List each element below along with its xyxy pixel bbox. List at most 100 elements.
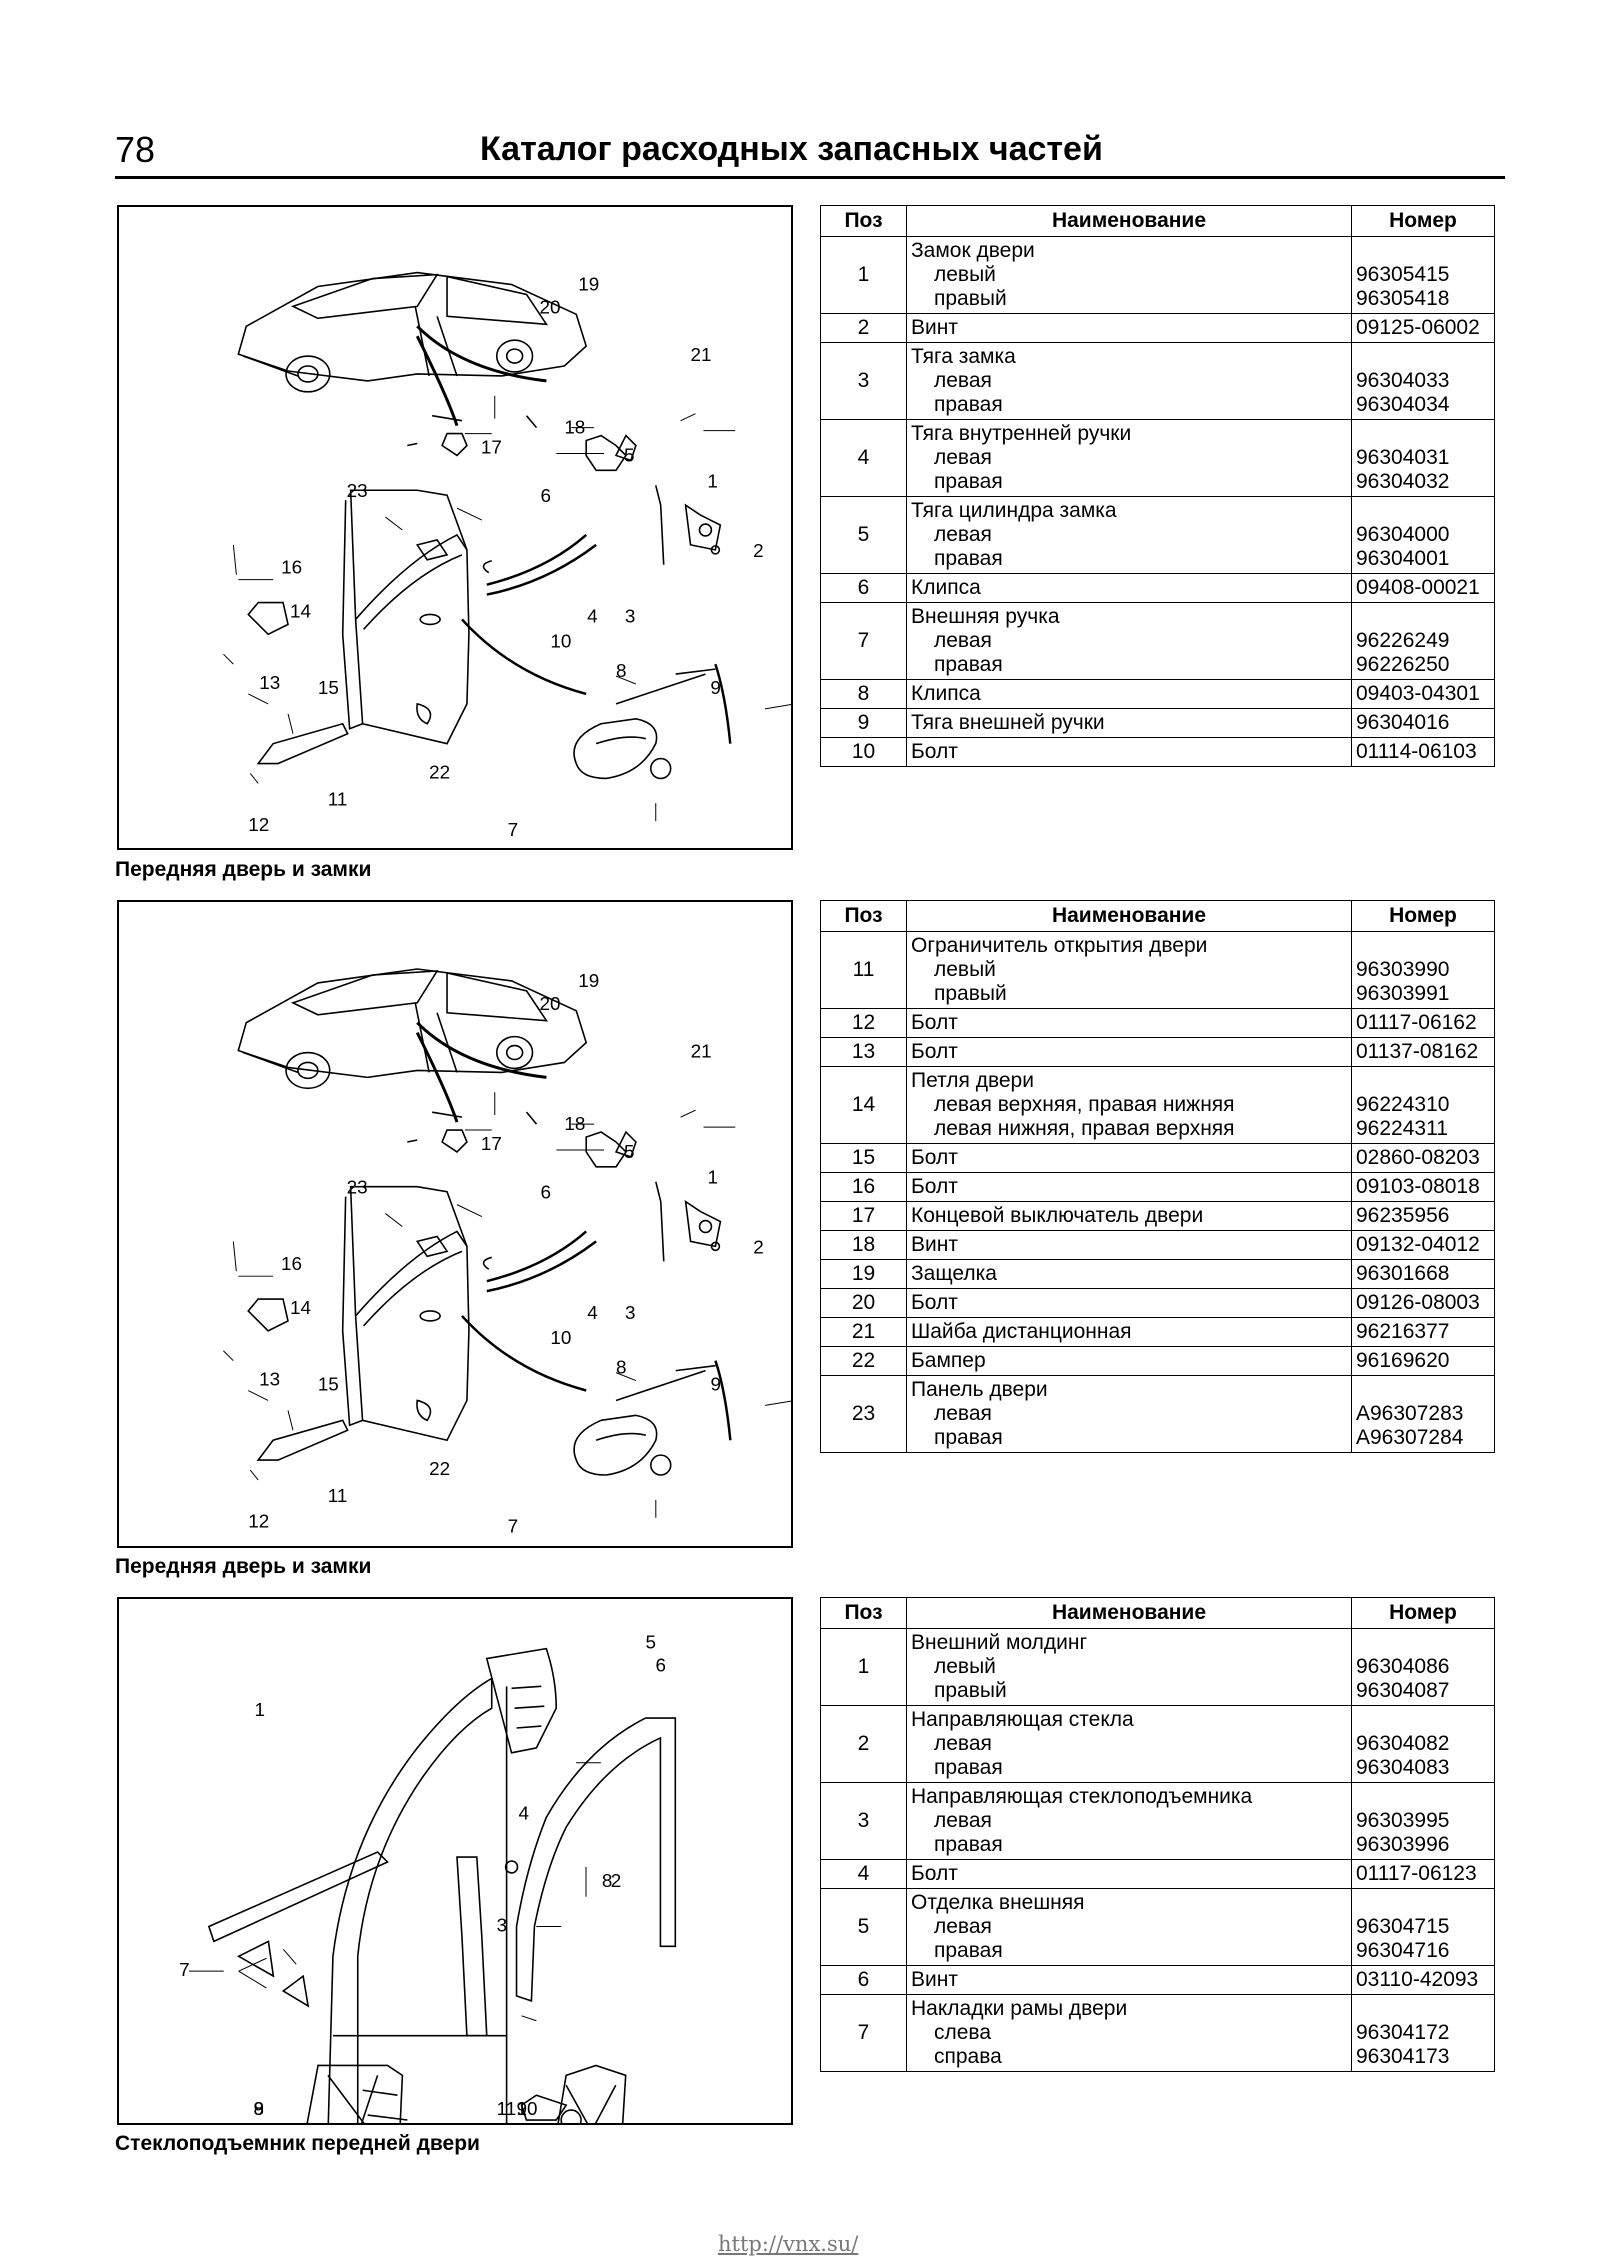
callout-label: 6 (655, 1654, 665, 1675)
part-number: 96304033 (1356, 369, 1450, 392)
pos-cell: 2 (820, 313, 907, 343)
variant-name: правая (934, 393, 1003, 416)
part-name: Бампер (911, 1349, 986, 1372)
part-name: Концевой выключатель двери (911, 1204, 1204, 1227)
callout-label: 5 (624, 445, 635, 466)
callout-label: 22 (429, 1459, 450, 1480)
variant-name: левый (934, 958, 996, 981)
footer-url: http://vnx.su/ (718, 2232, 859, 2256)
variant-name: правая (934, 547, 1003, 570)
pos-cell: 2 (820, 1705, 907, 1783)
callout-label: 7 (508, 820, 519, 841)
part-number: 96303995 (1356, 1809, 1450, 1832)
pos-cell: 21 (820, 1317, 907, 1347)
variant-name: справа (934, 2045, 1002, 2068)
callout-label: 14 (290, 1298, 311, 1319)
number-cell: 96169620 (1351, 1346, 1495, 1376)
callout-label: 5 (624, 1142, 635, 1163)
part-number: 96169620 (1356, 1349, 1450, 1372)
callout-label: 6 (540, 1183, 551, 1204)
part-number: 96304016 (1356, 711, 1450, 734)
pos-cell: 10 (820, 737, 907, 767)
variant-name: левая нижняя, правая верхняя (934, 1117, 1235, 1140)
name-cell: Болт (906, 1172, 1352, 1202)
callout-label: 21 (691, 345, 712, 366)
callout-label: 20 (539, 297, 560, 318)
section-caption: Стеклоподъемник передней двери (115, 2132, 480, 2155)
part-number: 09103-08018 (1356, 1175, 1480, 1198)
variant-name: правый (934, 982, 1007, 1005)
part-number: 01117-06162 (1356, 1011, 1477, 1034)
pos-cell: 11 (820, 931, 907, 1009)
table-header-row: Поз Наименование Номер (820, 900, 1495, 932)
part-number: 96304031 (1356, 446, 1450, 469)
callout-label: 15 (318, 678, 339, 699)
part-name: Внешний молдинг (911, 1631, 1088, 1654)
variant-name: левый (934, 263, 996, 286)
pos-cell: 9 (820, 708, 907, 738)
name-cell: Клипса (906, 573, 1352, 603)
number-cell: 09126-08003 (1351, 1288, 1495, 1318)
callout-label: 1 (707, 1168, 718, 1189)
callout-label: 19 (578, 971, 599, 992)
callout-label: 12 (248, 815, 269, 836)
callout-label: 23 (347, 1178, 368, 1199)
part-number: 96224311 (1356, 1117, 1448, 1140)
variant-name: правая (934, 653, 1003, 676)
callout-label: 15 (318, 1375, 339, 1396)
pos-cell: 8 (820, 679, 907, 709)
variant-name: правая (934, 1939, 1003, 1962)
part-number: 96304086 (1356, 1655, 1450, 1678)
name-cell: Болт (906, 1037, 1352, 1067)
name-cell: Бампер (906, 1346, 1352, 1376)
col-header-number: Номер (1351, 900, 1495, 932)
callout-label: 9 (710, 678, 721, 699)
callout-label: 1 (707, 471, 718, 492)
callout-label: 9 (254, 2098, 264, 2119)
pos-cell: 16 (820, 1172, 907, 1202)
callout-label: 5 (646, 1632, 656, 1653)
callout-label: 8 (254, 2098, 264, 2119)
callout-label: 10 (550, 631, 571, 652)
number-cell: 96235956 (1351, 1201, 1495, 1231)
callout-label: 18 (564, 418, 585, 439)
part-name: Болт (911, 1040, 958, 1063)
part-number: 96235956 (1356, 1204, 1450, 1227)
name-cell: Винт (906, 313, 1352, 343)
number-cell: 01114-06103 (1351, 737, 1495, 767)
callout-label: 11 (328, 789, 348, 810)
part-name: Клипса (911, 682, 981, 705)
pos-cell: 7 (820, 602, 907, 680)
variant-name: слева (934, 2021, 992, 2044)
part-name: Шайба дистанционная (911, 1320, 1132, 1343)
col-header-number: Номер (1351, 1597, 1495, 1629)
pos-cell: 23 (820, 1375, 907, 1453)
pos-cell: 4 (820, 1859, 907, 1889)
callout-label: 22 (429, 762, 450, 783)
